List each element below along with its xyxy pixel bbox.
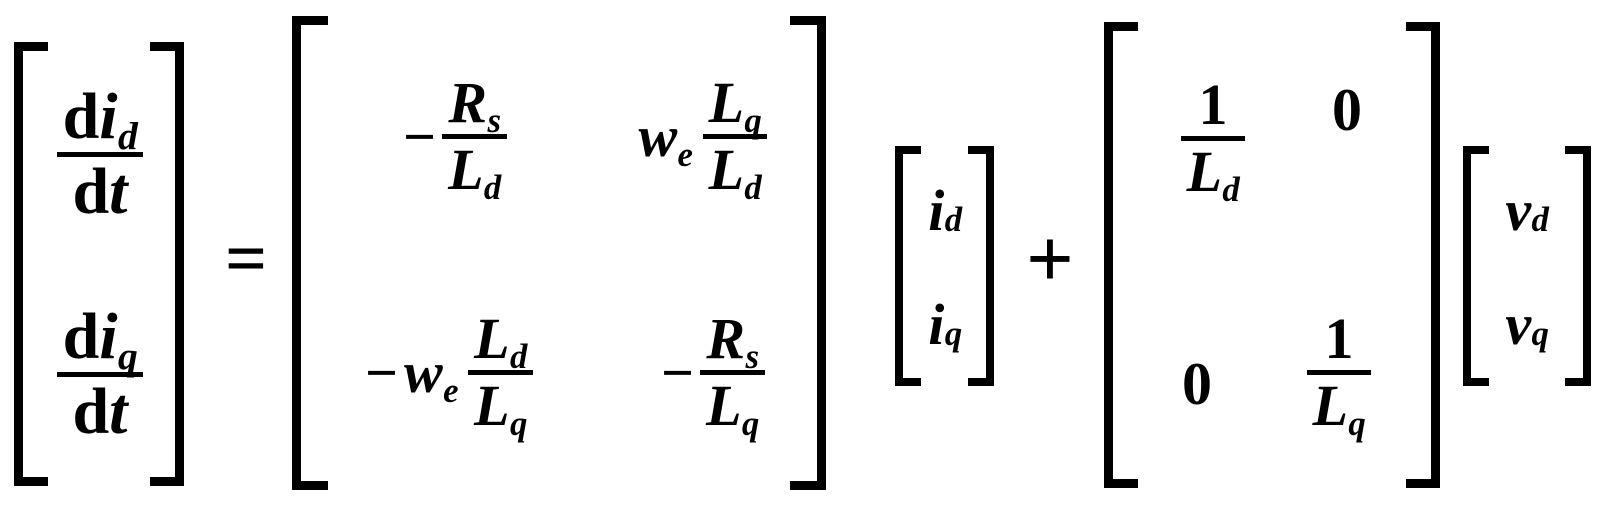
fraction-bar	[1306, 369, 1372, 375]
current-subscript: d	[944, 200, 963, 240]
inductance-subscript: q	[744, 100, 762, 140]
current-symbol: i	[99, 299, 118, 373]
current-vector-left-bracket	[895, 146, 921, 386]
derivative-vector-left-bracket	[14, 42, 48, 486]
matrix-cell-b21: 0	[1138, 330, 1256, 438]
matrix-cell-b12: 0	[1288, 56, 1406, 164]
inductance-symbol: L	[706, 372, 742, 438]
fraction-bar	[442, 133, 507, 139]
system-matrix-right-bracket	[790, 16, 826, 490]
fraction-bar	[702, 133, 768, 139]
derivative-vector-right-bracket	[150, 42, 184, 486]
electrical-speed-symbol: w	[404, 339, 443, 405]
inductance-symbol: L	[474, 372, 510, 438]
matrix-cell-a11: − Rs Ld	[330, 22, 580, 250]
inductance-subscript: q	[741, 403, 760, 443]
electrical-speed-subscript: e	[677, 134, 693, 174]
current-vector-right-bracket	[968, 146, 994, 386]
time-symbol: t	[109, 154, 128, 228]
electrical-speed-subscript: e	[443, 370, 459, 410]
system-matrix-left-bracket	[292, 16, 328, 490]
resistance-symbol: R	[448, 69, 488, 135]
matrix-cell-b22: 1 Lq	[1264, 262, 1414, 482]
matrix-cell-b11: 1 Ld	[1138, 28, 1288, 248]
numeral-zero: 0	[1182, 350, 1212, 417]
inductance-subscript: d	[483, 167, 502, 207]
voltage-vector-left-bracket	[1463, 146, 1489, 386]
minus-sign: −	[403, 103, 437, 169]
voltage-symbol: v	[1505, 291, 1532, 357]
minus-sign: −	[364, 339, 399, 405]
inductance-symbol: L	[708, 69, 745, 135]
time-symbol: t	[109, 374, 128, 448]
voltage-subscript: d	[1531, 200, 1549, 240]
voltage-subscript: q	[1531, 314, 1549, 354]
current-symbol: i	[928, 291, 945, 357]
d-operator-numerator: d	[62, 299, 100, 373]
minus-sign: −	[661, 339, 695, 405]
d-operator-denominator: d	[72, 374, 110, 448]
numeral-zero: 0	[1332, 76, 1362, 143]
inductance-subscript: q	[1348, 403, 1366, 443]
inductance-subscript: d	[744, 167, 762, 207]
matrix-cell-a22: − Rs Lq	[598, 258, 828, 486]
numeral-one: 1	[1198, 71, 1228, 137]
current-symbol: i	[928, 177, 945, 243]
fraction-bar	[56, 151, 144, 157]
current-subscript: q	[944, 314, 963, 354]
plus-sign: +	[1026, 213, 1074, 306]
inductance-subscript: d	[509, 336, 528, 376]
inductance-symbol: L	[708, 136, 745, 202]
fraction-bar	[468, 369, 534, 375]
resistance-symbol: R	[706, 305, 746, 371]
inductance-symbol: L	[1312, 372, 1349, 438]
matrix-cell-a21: − we Ld Lq	[318, 258, 580, 486]
d-operator-numerator: d	[62, 79, 100, 153]
voltage-vector-right-bracket	[1565, 146, 1591, 386]
inductance-symbol: L	[448, 136, 484, 202]
d-operator-denominator: d	[72, 154, 110, 228]
fraction-bar	[700, 369, 765, 375]
fraction-bar	[56, 371, 144, 377]
equals-sign: =	[225, 218, 268, 300]
derivative-row-q: diq dt	[48, 268, 152, 480]
inductance-subscript: d	[1222, 169, 1240, 209]
inductance-symbol: L	[1186, 138, 1223, 204]
inductance-symbol: L	[474, 305, 510, 371]
resistance-subscript: s	[745, 336, 759, 376]
fraction-bar	[1180, 135, 1246, 141]
inductance-matrix-right-bracket	[1406, 22, 1440, 488]
current-symbol: i	[99, 79, 118, 153]
matrix-cell-a12: we Lq Ld	[578, 22, 828, 250]
inductance-matrix-left-bracket	[1104, 22, 1138, 488]
current-subscript: d	[118, 114, 138, 159]
current-subscript: q	[118, 334, 138, 379]
electrical-speed-symbol: w	[638, 103, 678, 169]
numeral-one: 1	[1324, 305, 1354, 371]
inductance-subscript: q	[509, 403, 528, 443]
derivative-row-d: did dt	[48, 48, 152, 260]
resistance-subscript: s	[487, 100, 501, 140]
voltage-symbol: v	[1505, 177, 1532, 243]
